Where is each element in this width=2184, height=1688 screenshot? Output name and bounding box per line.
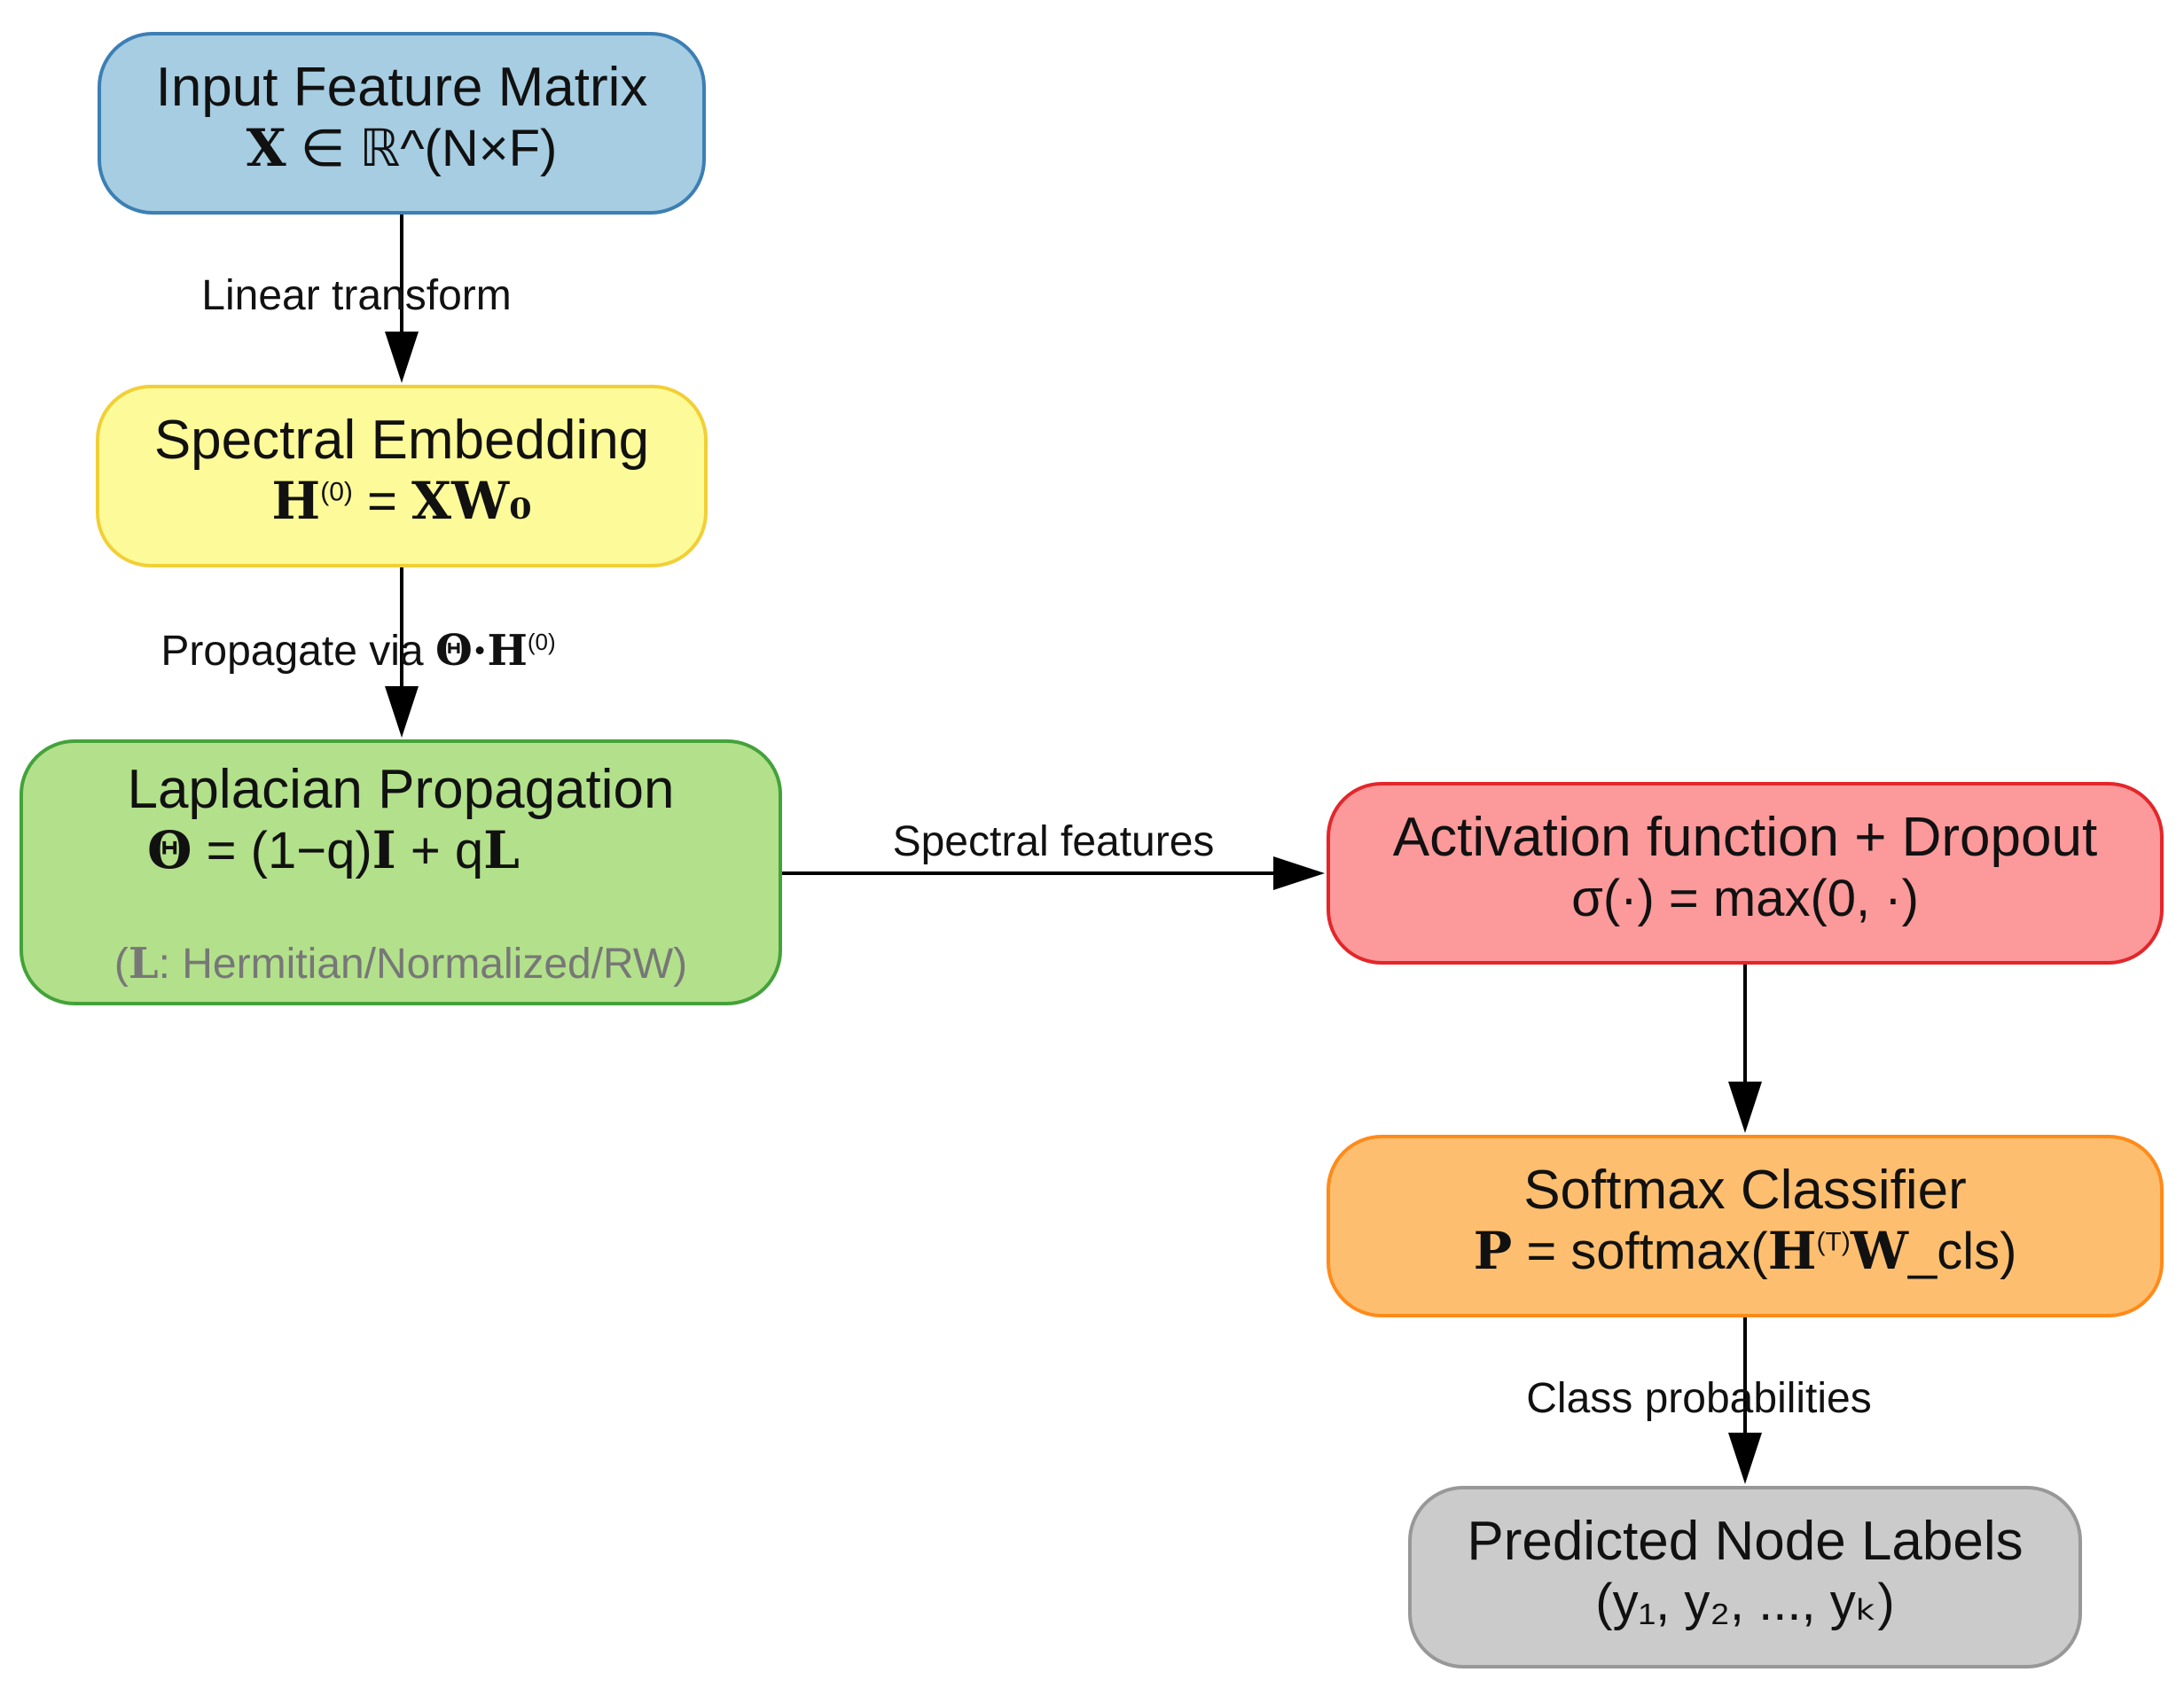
edge-label-class-probabilities: Class probabilities [1526,1375,1872,1422]
formula-domain: ∈ ℝ^(N×F) [286,120,558,178]
formula-identity: I [372,820,396,881]
note-l: L [128,939,159,989]
note-open: ( [114,941,129,989]
node-activation-dropout: Activation function + Dropout σ(·) = max… [1327,782,2164,965]
node-laplacian-propagation: Laplacian Propagation Θ = (1−q)I + qL (L… [20,739,782,1005]
formula-eq: = [352,473,412,531]
formula-theta: Θ [147,820,192,881]
node-input-formula: X ∈ ℝ^(N×F) [101,118,702,180]
edge-label-linear-transform: Linear transform [201,272,512,319]
node-laplacian-formula: Θ = (1−q)I + qL [23,820,779,882]
arrowhead-softmax-to-predicted [1728,1433,1762,1484]
propagate-prefix: Propagate via [160,628,435,675]
node-laplacian-title: Laplacian Propagation [127,759,675,820]
node-predicted-labels: Predicted Node Labels (y₁, y₂, ..., yₖ) [1408,1486,2082,1668]
formula-h-sup: (0) [320,478,353,508]
formula-plus-q: + q [395,822,484,880]
formula-h: H [1767,1221,1817,1282]
node-laplacian-note: (L: Hermitian/Normalized/RW) [23,939,779,989]
formula-l: L [483,820,520,881]
node-softmax-title: Softmax Classifier [1523,1160,1967,1221]
formula-xw0: XW₀ [411,471,532,532]
arrowhead-input-to-spectral [385,332,419,383]
formula-p: P [1473,1221,1513,1282]
arrowhead-laplacian-to-activation [1273,856,1325,890]
formula-softmax: = softmax( [1512,1223,1768,1281]
arrowhead-spectral-to-laplacian [385,686,419,738]
propagate-sup: (0) [527,629,556,655]
formula-tail: _cls) [1907,1223,2017,1281]
formula-h: H [271,471,321,532]
formula-w: W [1850,1221,1908,1282]
node-activation-formula: σ(·) = max(0, ·) [1571,870,1919,928]
note-rest: : Hermitian/Normalized/RW) [158,941,688,989]
node-softmax-classifier: Softmax Classifier P = softmax(H(T)W_cls… [1327,1135,2164,1317]
formula-x: X [246,118,286,179]
node-activation-title: Activation function + Dropout [1392,807,2098,868]
node-input-title: Input Feature Matrix [155,57,648,118]
edge-label-spectral-features: Spectral features [892,818,1215,865]
arrowhead-activation-to-softmax [1728,1082,1762,1133]
formula-h-sup: (T) [1816,1228,1851,1258]
node-input-feature-matrix: Input Feature Matrix X ∈ ℝ^(N×F) [98,32,706,215]
node-spectral-embedding: Spectral Embedding H(0) = XW₀ [96,385,708,567]
node-softmax-formula: P = softmax(H(T)W_cls) [1330,1221,2160,1283]
node-spectral-formula: H(0) = XW₀ [99,471,704,533]
node-spectral-title: Spectral Embedding [153,410,650,471]
node-predicted-formula: (y₁, y₂, ..., yₖ) [1595,1574,1895,1632]
node-predicted-title: Predicted Node Labels [1467,1511,2024,1572]
edge-label-propagate: Propagate via Θ·H(0) [160,626,555,676]
formula-eq: = (1−q) [192,822,372,880]
propagate-theta-h: Θ·H [434,626,528,676]
